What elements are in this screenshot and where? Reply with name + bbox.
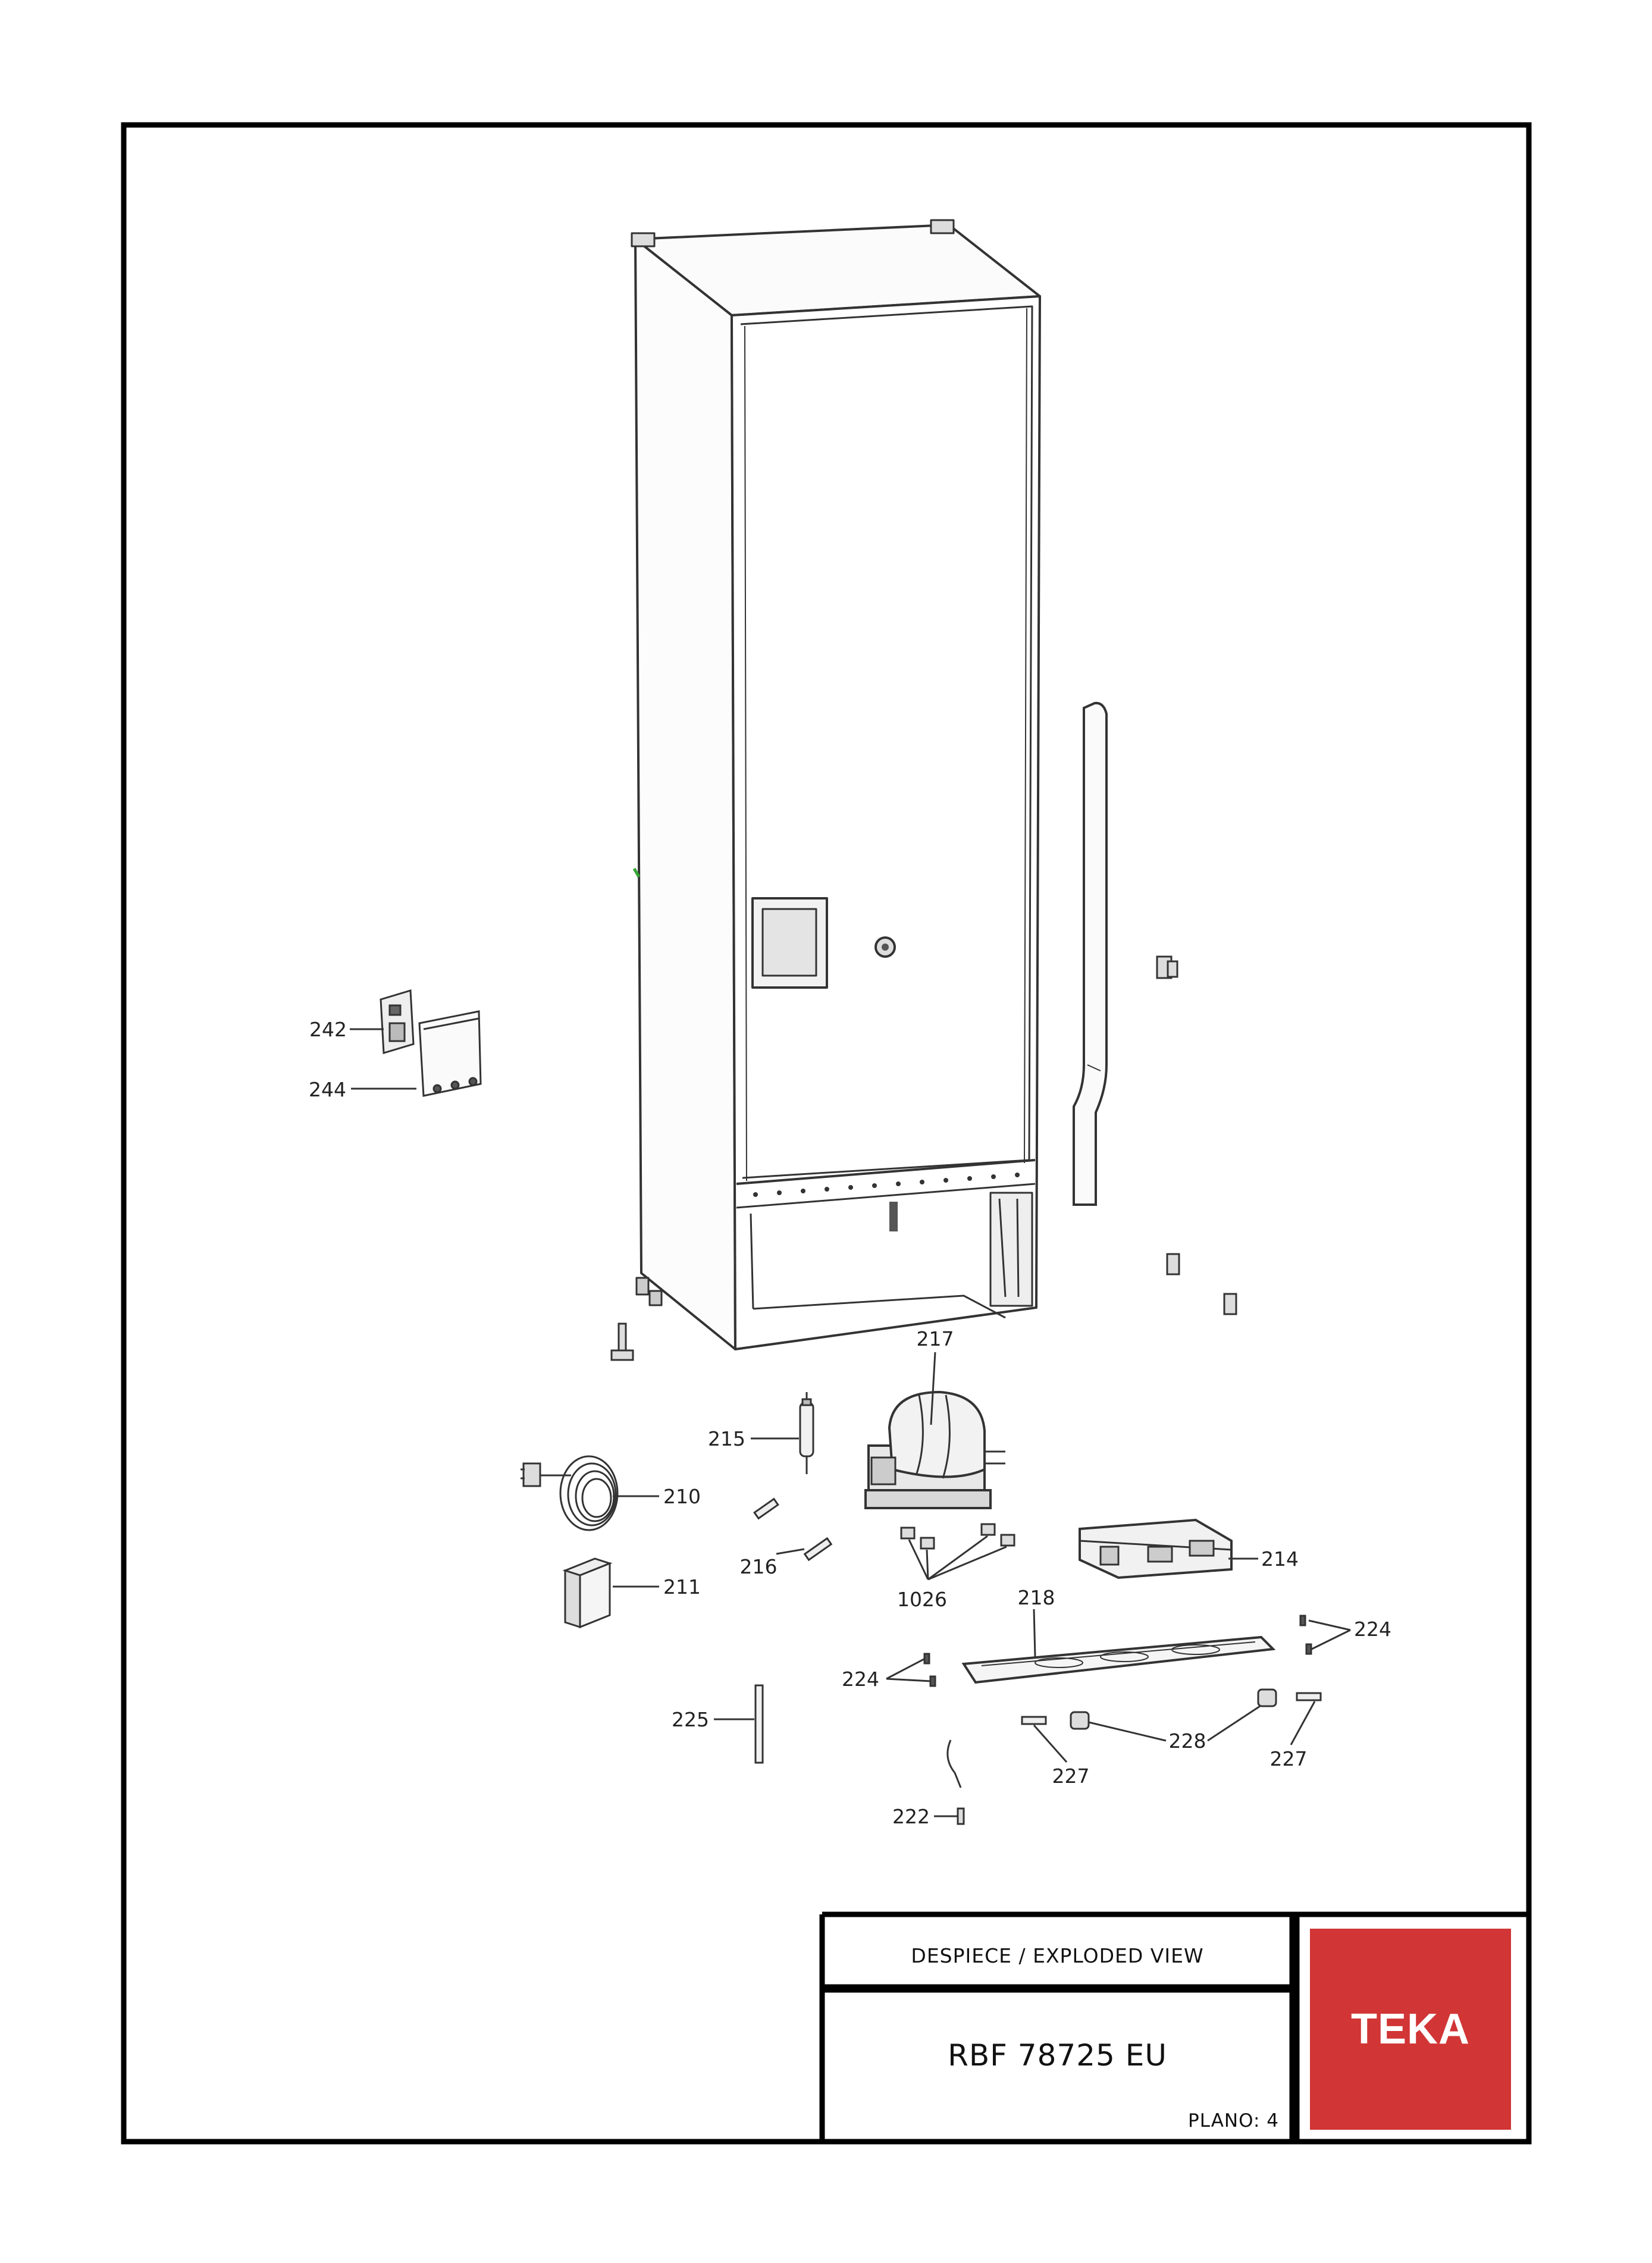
leader-lines [350,1028,1351,1817]
hinge-parts [1156,955,1237,1315]
adjustable-foot [610,1322,634,1361]
brand-logo-box [1310,1929,1511,2130]
callout-227-left: 227 [1052,1764,1090,1788]
part-227-pins [1021,1692,1322,1725]
callout-218: 218 [1018,1586,1055,1609]
callout-242: 242 [309,1018,347,1041]
part-211-box [562,1557,613,1629]
part-228-spacers [1070,1688,1277,1730]
part-1026-grommets [900,1523,1015,1550]
callout-211: 211 [663,1575,701,1598]
callout-227-right: 227 [1270,1747,1308,1770]
callout-215: 215 [708,1427,745,1450]
part-242-control-board [380,989,415,1054]
callout-labels: 242 244 217 215 210 216 211 1026 218 214… [309,1018,1391,1828]
door-handle [1073,701,1108,1206]
part-216-fittings [753,1497,833,1562]
refrigerator-cabinet [631,219,1041,1350]
callout-216: 216 [740,1555,778,1578]
part-225-rod [754,1684,764,1764]
part-217-compressor [864,1390,1005,1509]
callout-222: 222 [892,1805,930,1828]
title-block-sheet-number: PLANO: 4 [1188,2110,1279,2132]
part-244-cover [418,1010,482,1097]
callout-225: 225 [672,1708,709,1731]
drawing-frame [121,122,1532,2145]
callout-210: 210 [663,1485,701,1508]
title-block-frame [819,1911,1529,2142]
part-222-sensor [946,1739,965,1825]
part-214-base-tray [1079,1518,1233,1579]
callout-228: 228 [1169,1729,1206,1753]
callout-217: 217 [917,1327,954,1350]
callout-214: 214 [1261,1547,1299,1571]
callout-224-right: 224 [1354,1618,1391,1641]
callout-244: 244 [309,1078,346,1101]
part-218-base-plate [961,1635,1276,1684]
title-block-header: DESPIECE / EXPLODED VIEW [911,1944,1204,1967]
part-224-screws [923,1615,1312,1687]
brand-logo: TEKA [1351,2005,1470,2053]
part-215-filter-drier [799,1392,814,1474]
callout-1026: 1026 [897,1588,947,1611]
title-block-model: RBF 78725 EU [948,2038,1167,2073]
part-210-power-cord [521,1455,619,1531]
callout-224-left: 224 [842,1668,879,1691]
